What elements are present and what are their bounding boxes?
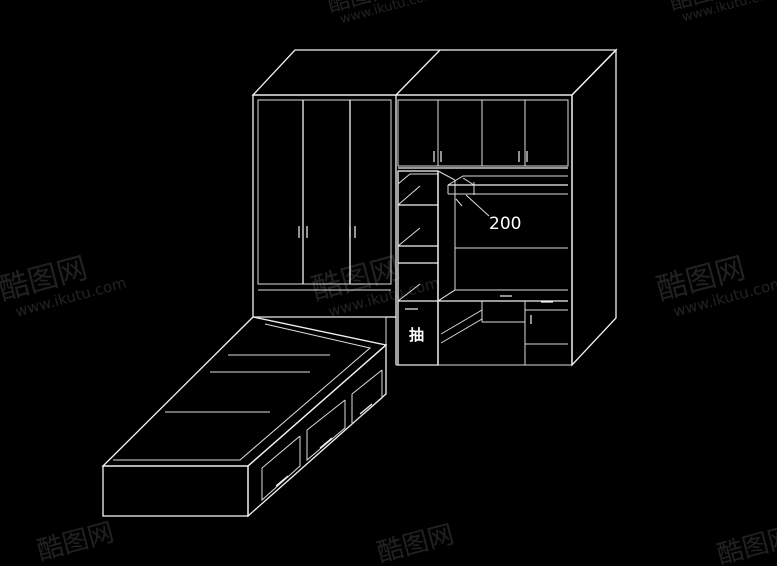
door-handle <box>298 226 356 238</box>
watermark-bottom-right: 酷图网 <box>714 522 777 566</box>
watermark-bottom-center: 酷图网 <box>374 520 457 566</box>
desk-niche <box>437 170 572 366</box>
watermark-right: 酷图网 www.ikutu.com <box>653 251 777 321</box>
upper-door-handles <box>433 151 528 162</box>
right-cabinet <box>396 48 617 367</box>
watermark-left: 酷图网 www.ikutu.com <box>0 251 128 321</box>
watermark-brand: 酷图网 <box>714 522 777 566</box>
cabinet-top <box>251 49 618 96</box>
dimension-label: 200 <box>489 214 521 234</box>
watermark-top-center: 酷图网 www.ikutu.com <box>325 0 438 27</box>
watermark-bottom-left: 酷图网 <box>34 518 117 566</box>
watermark-brand: 酷图网 <box>374 520 457 566</box>
cabinet-base <box>395 317 438 366</box>
drawer-label: 抽 <box>409 326 424 344</box>
bed-platform <box>101 316 388 518</box>
left-wardrobe <box>252 94 397 318</box>
watermark-brand: 酷图网 <box>34 518 117 566</box>
watermark-top-right: 酷图网 www.ikutu.com <box>667 0 777 25</box>
watermark-center: 酷图网 www.ikutu.com <box>308 251 441 321</box>
dimension-annotation: 200 <box>455 177 521 234</box>
bed-drawer-handles <box>275 403 373 487</box>
